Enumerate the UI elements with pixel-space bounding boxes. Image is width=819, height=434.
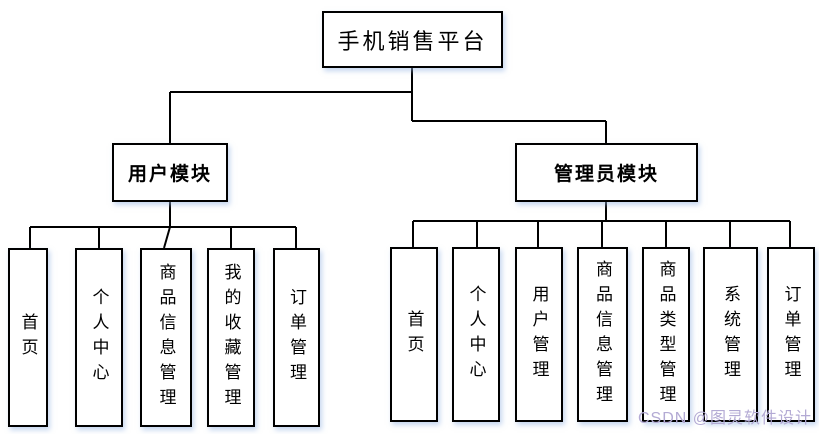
module-node-user: 用户模块: [112, 143, 228, 202]
module-node-admin: 管理员模块: [515, 143, 698, 202]
root-node-label: 手机销售平台: [337, 28, 488, 54]
leaf-node-admin-personal-center: 个人中心: [452, 247, 500, 422]
leaf-label: 商品信息管理: [156, 262, 176, 413]
leaf-label: 个人中心: [89, 287, 109, 388]
leaf-node-admin-product-type-mgmt: 商品类型管理: [642, 247, 690, 422]
leaf-label: 我的收藏管理: [221, 262, 241, 413]
leaf-node-user-favorites-mgmt: 我的收藏管理: [207, 248, 255, 427]
leaf-node-admin-product-info-mgmt: 商品信息管理: [577, 247, 628, 422]
leaf-node-user-order-mgmt: 订单管理: [273, 248, 320, 427]
leaf-label: 订单管理: [287, 287, 306, 388]
leaf-label: 订单管理: [781, 284, 801, 385]
leaf-node-user-personal-center: 个人中心: [75, 248, 123, 427]
leaf-node-admin-user-mgmt: 用户管理: [515, 247, 563, 422]
leaf-label: 商品类型管理: [656, 259, 676, 410]
module-node-user-label: 用户模块: [127, 164, 212, 185]
leaf-label: 系统管理: [721, 284, 740, 385]
module-node-admin-label: 管理员模块: [553, 164, 659, 185]
leaf-node-user-home: 首页: [8, 248, 48, 427]
csdn-watermark: CSDN @图灵软件设计: [638, 410, 813, 427]
leaf-label: 商品信息管理: [593, 259, 612, 410]
leaf-node-admin-home: 首页: [390, 247, 438, 422]
leaf-label: 个人中心: [466, 284, 486, 385]
root-node-platform: 手机销售平台: [322, 11, 503, 68]
leaf-label: 首页: [404, 309, 424, 360]
leaf-node-user-product-info-mgmt: 商品信息管理: [140, 248, 192, 427]
leaf-label: 首页: [18, 312, 38, 363]
leaf-node-admin-order-mgmt: 订单管理: [767, 247, 815, 422]
leaf-node-admin-system-mgmt: 系统管理: [703, 247, 758, 422]
leaf-label: 用户管理: [529, 284, 549, 385]
